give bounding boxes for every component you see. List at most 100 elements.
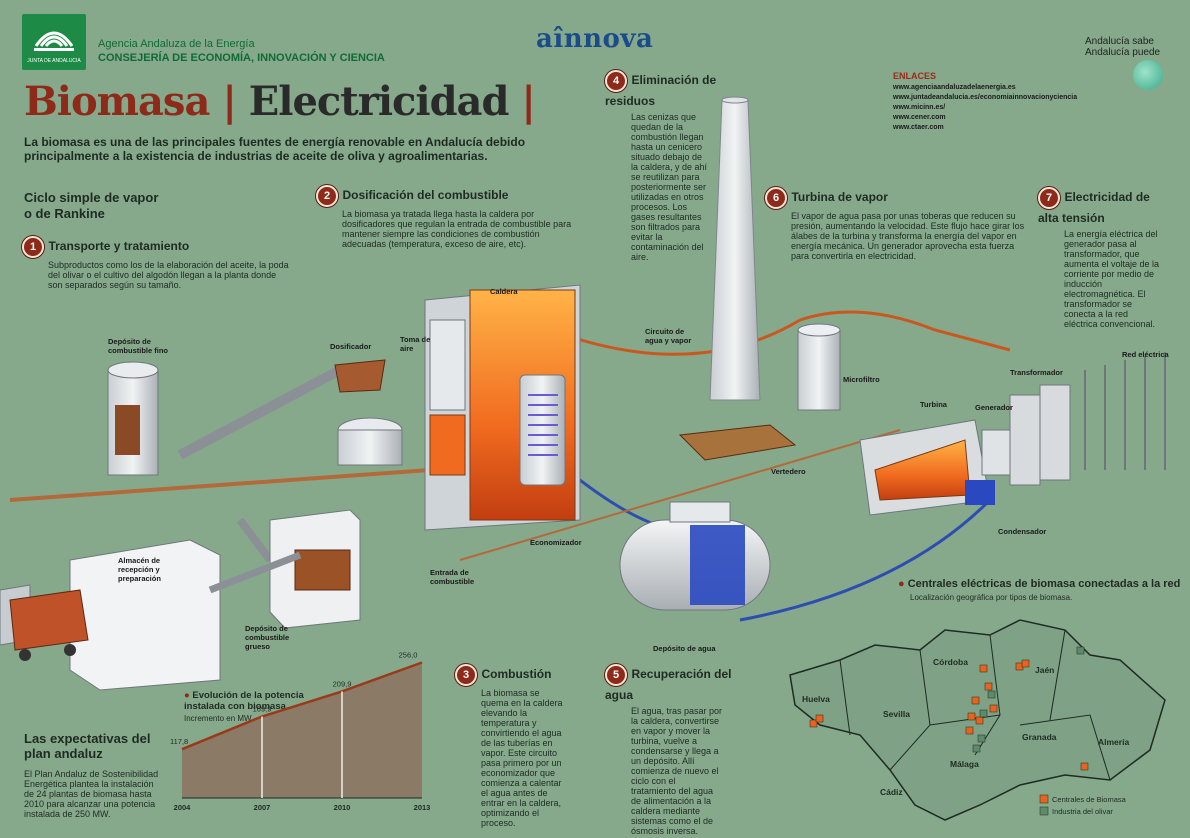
fuel-pipe [9,468,431,502]
page-title: Biomasa | Electricidad | [24,78,536,125]
label-microfilter: Microfiltro [843,375,880,384]
plant-marker [809,719,818,728]
link-item[interactable]: www.agenciaandaluzadelaenergia.es [893,84,1016,91]
label-warehouse: Almacén de recepción y preparación [118,556,161,583]
step-text: La biomasa se quema en la caldera elevan… [481,688,563,828]
step-title: Recuperación del agua [605,667,732,702]
links-list: www.agenciaandaluzadelaenergia.es www.ju… [893,83,1077,133]
step-title: Dosificación del combustible [342,188,509,202]
olive-marker [987,690,996,699]
chart-line [181,661,423,751]
step-text: El agua, tras pasar por la caldera, conv… [631,706,723,836]
legend-biomass: Centrales de Biomasa [1052,795,1127,804]
power-grid [1084,352,1166,470]
junta-logo: JUNTA DE ANDALUCIA [22,14,86,70]
expectations-text: El Plan Andaluz de Sostenibilidad Energé… [24,769,159,819]
brand-line-1: Andalucía sabe [1085,36,1154,47]
step-number: 7 [1038,187,1060,209]
chart-x-label: 2004 [174,803,192,812]
chart-subtitle: Incremento en MW. [184,714,254,723]
plant-marker [1080,762,1089,771]
province-label: Jaén [1035,665,1054,675]
province-label: Cádiz [880,787,903,797]
conveyor-upper [177,365,343,460]
step-number: 2 [316,185,338,207]
step-7: 7 Electricidad de alta tensión La energí… [1038,187,1168,329]
step-number: 1 [22,236,44,258]
chart-value-label: 209,9 [333,679,352,688]
andalucia-map: Huelva Sevilla Córdoba Jaén Granada Alme… [789,619,1166,821]
plant-marker [979,664,988,673]
agency-name: Agencia Andaluza de la Energía [98,38,255,50]
step-number: 4 [605,70,627,92]
label-dosifier: Dosificador [330,342,372,351]
link-item[interactable]: www.cener.com [893,114,946,121]
dosifier-tank [337,429,403,466]
title-electricidad: Electricidad [248,78,510,125]
innova-logo: aînnova [536,24,654,54]
label-turbine: Turbina [920,400,947,409]
province-label: Huelva [802,694,830,704]
olive-marker [979,709,988,718]
steam-pipe-top [564,318,801,356]
step-1: 1 Transporte y tratamiento Subproductos … [22,236,292,290]
expectations-title: Las expectativas del plan andaluz [24,731,151,761]
map-title: ● Centrales eléctricas de biomasa conect… [898,578,1181,590]
plant-marker [971,696,980,705]
ash-line [459,429,901,561]
chart-area [182,662,422,798]
plant-marker [815,714,824,723]
label-transformer: Transformador [1010,368,1063,377]
olive-marker [1076,646,1085,655]
chart-x-label: 2013 [414,803,431,812]
ash-tray [678,424,797,461]
transformer [1009,384,1071,486]
label-coarse-fuel: Depósito de combustible grueso [245,624,290,651]
cycle-title: Ciclo simple de vapor o de Rankine [24,190,159,221]
map-subtitle: Localización geográfica por tipos de bio… [910,593,1073,602]
warehouse [69,539,221,691]
step-text: La biomasa ya tratada llega hasta la cal… [342,209,572,249]
plant-marker [1021,659,1030,668]
olive-marker [972,744,981,753]
logo-text: JUNTA DE ANDALUCIA [27,58,81,64]
label-fuel-inlet: Entrada de combustible [430,568,475,586]
province-label: Málaga [950,759,979,769]
legend-olive-swatch [1039,806,1049,816]
province-label: Almería [1098,737,1129,747]
step-text: El vapor de agua pasa por unas toberas q… [791,211,1025,261]
olive-marker [977,734,986,743]
generator [981,429,1013,476]
chart-x-label: 2010 [334,803,351,812]
step-number: 6 [765,187,787,209]
step-4: 4 Eliminación de residuos Las cenizas qu… [605,70,720,262]
step-3: 3 Combustión La biomasa se quema en la c… [455,664,575,828]
title-biomasa: Biomasa [24,78,210,125]
andalucia-brand: Andalucía sabe Andalucía puede [1085,36,1160,58]
province-label: Granada [1022,732,1057,742]
province-label: Sevilla [883,709,910,719]
step-title: Transporte y tratamiento [48,239,190,253]
step-5: 5 Recuperación del agua El agua, tras pa… [605,664,735,836]
plant-marker [984,682,993,691]
label-air-intake: Toma de aire [400,335,431,353]
link-item[interactable]: www.micinn.es/ [893,104,946,111]
chart-x-label: 2007 [254,803,271,812]
chart-title-text: Evolución de la potencia instalada con b… [184,690,304,712]
brand-badge-icon [1133,60,1163,90]
step-title: Combustión [481,667,552,681]
step-text: Subproductos como los de la elaboración … [48,260,289,290]
intro-text: La biomasa es una de las principales fue… [24,135,526,163]
step-number: 5 [605,664,627,686]
link-item[interactable]: www.juntadeandalucia.es/economiainnovaci… [893,94,1078,101]
chart-value-label: 169,9 [253,705,272,714]
step-title: Eliminación de residuos [605,73,717,108]
legend-olive: Industria del olivar [1052,807,1113,816]
step-2: 2 Dosificación del combustible La biomas… [316,185,572,249]
steam-pipe-right [799,310,1011,352]
label-boiler: Caldera [490,287,518,296]
step-text: La energía eléctrica del generador pasa … [1064,229,1160,329]
link-item[interactable]: www.ctaer.com [893,124,944,131]
